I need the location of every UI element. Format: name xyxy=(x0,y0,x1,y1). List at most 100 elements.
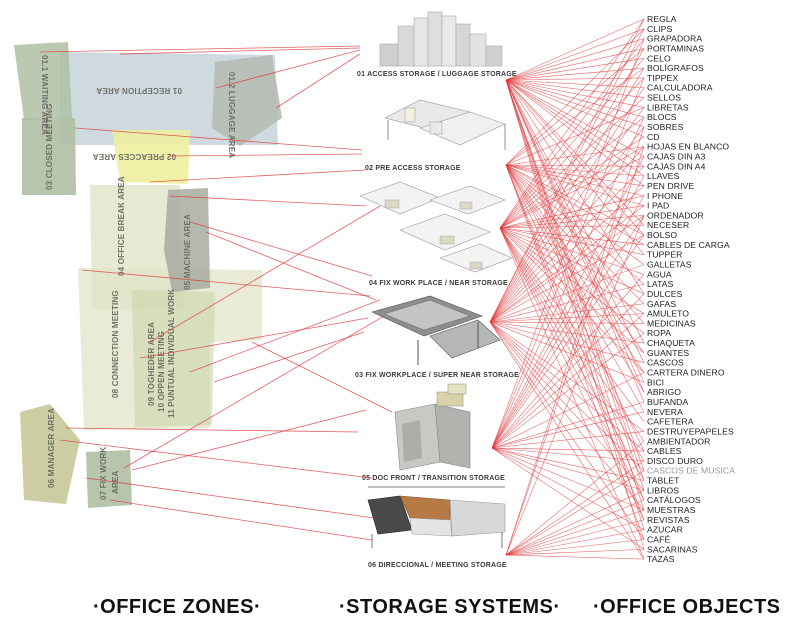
object-item: CAJAS DIN A4 xyxy=(647,161,706,171)
zone-label-reception: 01 RECEPTION AREA xyxy=(96,86,182,95)
object-link-line xyxy=(489,28,645,323)
zone-link-line xyxy=(139,317,369,359)
object-link-line xyxy=(505,79,645,128)
zone-link-line xyxy=(74,127,363,151)
object-link-line xyxy=(499,38,645,229)
object-link-line xyxy=(499,195,645,229)
object-link-line xyxy=(505,79,645,187)
object-link-line xyxy=(505,79,645,89)
storage-labels: 01 ACCESS STORAGE / LUGGAGE STORAGE 02 P… xyxy=(355,71,519,569)
object-item: HOJAS EN BLANCO xyxy=(647,142,729,152)
zone-link-line xyxy=(59,439,373,479)
object-item: ORDENADOR xyxy=(647,210,704,220)
object-item: BICI xyxy=(647,377,664,387)
object-item: PORTAMINAS xyxy=(647,43,704,53)
zone-link-line xyxy=(251,341,393,413)
object-item: DULCES xyxy=(647,289,683,299)
storage-label-preaccess: 02 PRE ACCESS STORAGE xyxy=(365,165,461,172)
object-link-line xyxy=(489,313,645,323)
object-link-line xyxy=(505,79,645,98)
object-link-line xyxy=(491,447,645,491)
object-link-line xyxy=(491,447,645,452)
object-link-line xyxy=(505,79,645,177)
object-link-line xyxy=(505,28,645,81)
object-link-line xyxy=(491,215,645,449)
object-link-line xyxy=(489,18,645,323)
object-link-line xyxy=(489,321,645,491)
object-link-line xyxy=(505,509,645,556)
zone-fixwork-shape xyxy=(86,450,132,508)
object-item: REGLA xyxy=(647,14,677,24)
object-link-line xyxy=(505,79,645,295)
object-link-line xyxy=(505,48,645,81)
object-link-line xyxy=(491,447,645,550)
object-item: SOBRES xyxy=(647,122,684,132)
object-item: LATAS xyxy=(647,279,674,289)
object-link-line xyxy=(489,87,645,323)
storage-label-near: 04 FIX WORK PLACE / NEAR STORAGE xyxy=(369,280,508,287)
object-item: GRAPADORA xyxy=(647,34,702,44)
object-link-line xyxy=(489,321,645,471)
object-item: MEDICINAS xyxy=(647,318,696,328)
object-item: BOLSO xyxy=(647,230,677,240)
object-link-line xyxy=(499,205,645,229)
object-link-line xyxy=(505,79,645,471)
zone-label-manager: 06 MANAGER AREA xyxy=(47,408,56,488)
object-link-line xyxy=(489,146,645,323)
object-link-line xyxy=(505,28,645,166)
office-zones-map xyxy=(14,42,282,508)
object-link-line xyxy=(505,146,645,166)
zone-link-line xyxy=(81,269,371,297)
object-link-line xyxy=(505,79,645,157)
zone-label-connection: 08 CONNECTION MEETING xyxy=(111,290,120,398)
object-link-line xyxy=(505,67,645,81)
zone-link-line xyxy=(189,221,373,277)
object-link-line xyxy=(489,321,645,452)
object-item: LIBROS xyxy=(647,485,679,495)
object-link-line xyxy=(505,554,645,560)
zone-link-line xyxy=(39,45,361,53)
object-link-line xyxy=(499,58,645,229)
object-link-line xyxy=(489,205,645,323)
object-link-line xyxy=(499,227,645,520)
object-link-line xyxy=(505,549,645,556)
object-item: CALCULADORA xyxy=(647,83,713,93)
connection-lines xyxy=(39,18,645,560)
object-item: DISCO DURO xyxy=(647,456,703,466)
object-link-line xyxy=(505,164,645,373)
object-link-line xyxy=(489,215,645,323)
zone-label-break: 04 OFFICE BREAK AREA xyxy=(117,176,126,276)
object-link-line xyxy=(505,164,645,187)
object-item: TAZAS xyxy=(647,554,675,564)
object-link-line xyxy=(491,447,645,530)
object-item: GAFAS xyxy=(647,299,676,309)
object-link-line xyxy=(491,117,645,449)
object-link-line xyxy=(505,48,645,166)
object-item: GUANTES xyxy=(647,348,689,358)
object-link-line xyxy=(505,79,645,550)
object-link-line xyxy=(505,79,645,255)
storage-label-transition: 05 DOC FRONT / TRANSITION STORAGE xyxy=(362,475,505,482)
object-item: DESTRUYEPAPELES xyxy=(647,426,734,436)
object-item: SACARINAS xyxy=(647,544,698,554)
zone-link-line xyxy=(85,477,375,519)
zone-link-line xyxy=(65,427,359,433)
object-link-line xyxy=(489,321,645,560)
object-link-line xyxy=(489,126,645,323)
object-link-line xyxy=(505,164,645,304)
object-link-line xyxy=(491,313,645,449)
object-item: CASCOS DE MUSICA xyxy=(647,466,735,476)
object-link-line xyxy=(491,234,645,449)
zone-luggage-shape xyxy=(212,55,282,146)
object-link-line xyxy=(505,164,645,501)
object-link-line xyxy=(505,146,645,556)
storage-image-meeting xyxy=(367,495,506,548)
object-link-line xyxy=(505,164,645,354)
object-link-line xyxy=(499,227,645,314)
object-link-line xyxy=(499,227,645,246)
object-item: CABLES xyxy=(647,446,682,456)
object-link-line xyxy=(489,67,645,323)
object-link-line xyxy=(499,18,645,229)
object-link-line xyxy=(491,431,645,449)
